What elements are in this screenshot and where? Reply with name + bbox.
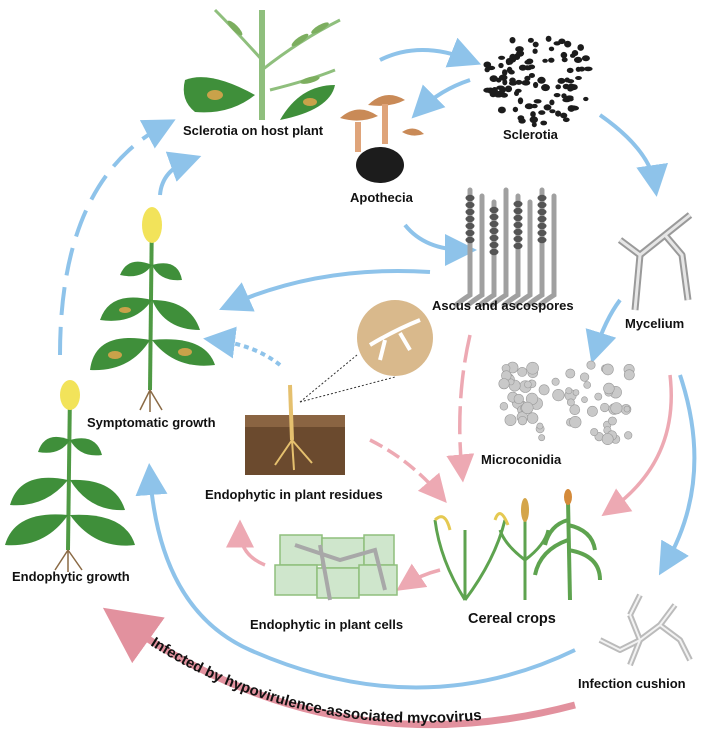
label-microconidia: Microconidia bbox=[481, 452, 562, 467]
arrow-host-to-sclerotia bbox=[379, 37, 482, 68]
arrow-mycelium-to-infection bbox=[658, 374, 697, 576]
hypovirulence-label: Infected by hypovirulence-associated myc… bbox=[148, 634, 482, 727]
label-sclerotia-on-host: Sclerotia on host plant bbox=[183, 123, 324, 138]
plant-cells-illustration bbox=[274, 534, 398, 601]
label-apothecia: Apothecia bbox=[350, 190, 413, 205]
arrow-apothecia-to-ascus bbox=[403, 223, 477, 266]
arrow-mycelium-to-cereal bbox=[601, 374, 673, 517]
arrow-ascus-to-cereal bbox=[446, 334, 475, 483]
arrow-endophytic-to-host bbox=[58, 119, 176, 356]
arrow-sclerotia-to-mycelium bbox=[598, 113, 668, 197]
arrow-symptomatic-to-host bbox=[158, 151, 202, 196]
sclerotia-illustration bbox=[483, 35, 593, 128]
symptomatic-plant-illustration bbox=[90, 207, 215, 412]
label-sclerotia: Sclerotia bbox=[503, 127, 558, 142]
label-cereal-crops: Cereal crops bbox=[468, 611, 556, 627]
arrow-infection-to-symptomatic bbox=[135, 463, 576, 690]
endophytic-plant-illustration bbox=[5, 380, 135, 572]
ascus-illustration bbox=[453, 187, 557, 308]
arrow-hypovirulence bbox=[102, 607, 576, 729]
arrow-cells-to-residues bbox=[226, 519, 266, 567]
label-endophytic-residues: Endophytic in plant residues bbox=[205, 487, 383, 502]
arrow-residues-to-cereal bbox=[369, 438, 447, 503]
label-infection-cushion: Infection cushion bbox=[578, 676, 686, 691]
apothecia-illustration bbox=[340, 95, 424, 183]
arrow-ascus-to-symptomatic bbox=[219, 268, 431, 312]
mycelium-illustration bbox=[617, 212, 693, 311]
arrow-cereal-to-cells bbox=[396, 563, 441, 591]
residues-illustration bbox=[245, 300, 433, 475]
label-symptomatic: Symptomatic growth bbox=[87, 415, 216, 430]
arrow-sclerotia-to-apothecia bbox=[411, 78, 471, 119]
arrow-residues-to-symptomatic bbox=[203, 326, 282, 367]
microconidia-illustration bbox=[498, 360, 635, 445]
label-endophytic-cells: Endophytic in plant cells bbox=[250, 617, 404, 632]
label-endophytic-growth: Endophytic growth bbox=[12, 569, 130, 584]
host-plant-illustration bbox=[183, 8, 341, 120]
arrow-mycelium-to-microconidia bbox=[585, 298, 622, 364]
infection-cushion-illustration bbox=[598, 593, 693, 667]
label-ascus: Ascus and ascospores bbox=[432, 298, 574, 313]
label-mycelium: Mycelium bbox=[625, 316, 685, 331]
cycle-arrows bbox=[58, 37, 697, 729]
cereal-crops-illustration bbox=[433, 489, 602, 601]
